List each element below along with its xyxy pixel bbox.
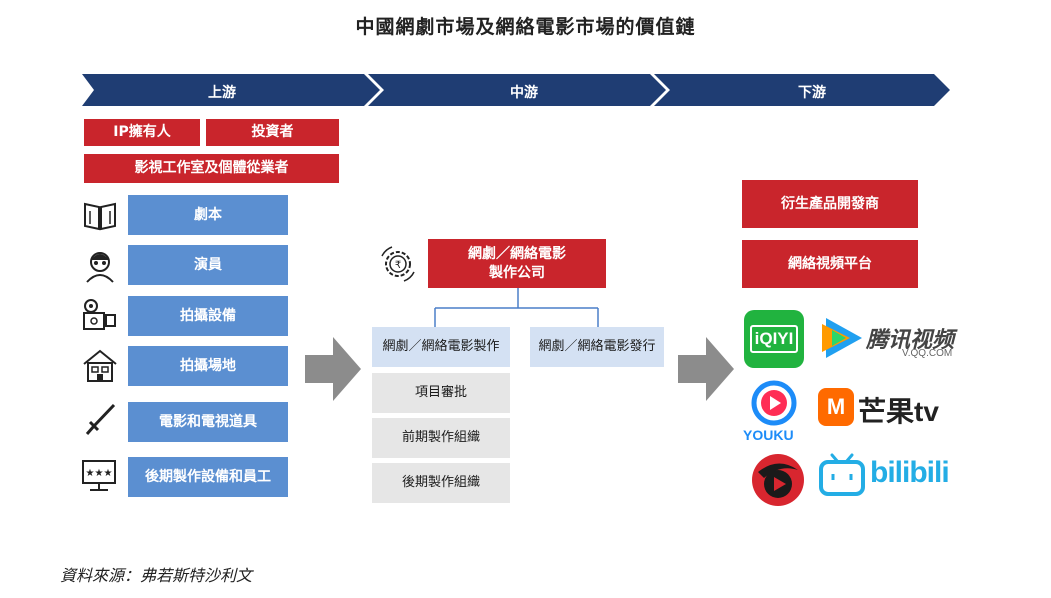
midstream-chevron <box>368 74 666 106</box>
ip-owner-box: IP擁有人 <box>84 119 200 146</box>
house-icon <box>83 349 117 382</box>
script-box: 劇本 <box>128 195 288 235</box>
filming-equipment-box: 拍攝設備 <box>128 296 288 336</box>
downstream-label: 下游 <box>798 85 826 101</box>
pre-production-box: 前期製作組織 <box>372 418 510 458</box>
mango-tv-text: 芒果tv <box>858 396 939 427</box>
bilibili-text: bilibili <box>870 456 950 489</box>
studio-practitioner-box: 影視工作室及個體從業者 <box>84 154 339 183</box>
iqiyi-logo-text: iQIYI <box>749 325 799 353</box>
tencent-video-text: 腾讯视频 <box>866 327 955 352</box>
midstream-label: 中游 <box>510 85 538 101</box>
distribution-box: 網劇／網絡電影發行 <box>530 327 664 367</box>
page-title: 中國網劇市場及網絡電影市場的價值鏈 <box>355 16 696 38</box>
connector-lines <box>434 288 599 328</box>
mango-icon: M <box>818 388 854 426</box>
filming-location-box: 拍攝場地 <box>128 346 288 386</box>
svg-text:₹: ₹ <box>395 260 401 271</box>
monitor-icon: ★★★ <box>82 460 116 491</box>
youku-icon <box>751 380 797 426</box>
props-box: 電影和電視道具 <box>128 402 288 442</box>
svg-text:★★★: ★★★ <box>86 468 113 479</box>
project-approval-box: 項目審批 <box>372 373 510 413</box>
derivative-developer-box: 衍生產品開發商 <box>742 180 918 228</box>
bilibili-tv-icon <box>819 453 865 496</box>
mango-m-glyph: M <box>826 394 846 419</box>
tencent-video-icon <box>822 318 862 358</box>
gear-yuan-icon: ₹ <box>381 246 415 282</box>
sword-icon <box>85 403 116 435</box>
downstream-chevron <box>654 74 950 106</box>
camera-icon <box>83 299 116 330</box>
source-note: 資料來源：弗若斯特沙利文 <box>60 566 253 585</box>
stage-chevrons <box>82 74 950 106</box>
actor-box: 演員 <box>128 245 288 285</box>
upstream-chevron <box>82 74 380 106</box>
production-company-box: 網劇／網絡電影 製作公司 <box>428 239 606 288</box>
red-play-icon <box>752 454 804 506</box>
arrow-midstream-to-downstream <box>678 337 734 401</box>
actor-icon <box>86 252 114 283</box>
arrow-upstream-to-midstream <box>305 337 361 401</box>
post-production-org-box: 後期製作組織 <box>372 463 510 503</box>
video-platform-box: 網絡視頻平台 <box>742 240 918 288</box>
investor-box: 投資者 <box>206 119 339 146</box>
youku-text: YOUKU <box>743 427 794 443</box>
youku-logo-text: YOUKU <box>743 427 794 443</box>
tencent-video-url: V.QQ.COM <box>902 348 953 359</box>
upstream-label: 上游 <box>208 85 236 101</box>
post-production-box: 後期製作設備和員工 <box>128 457 288 497</box>
book-icon <box>84 202 116 231</box>
production-box: 網劇／網絡電影製作 <box>372 327 510 367</box>
iqiyi-logo: iQIYI <box>744 310 804 368</box>
